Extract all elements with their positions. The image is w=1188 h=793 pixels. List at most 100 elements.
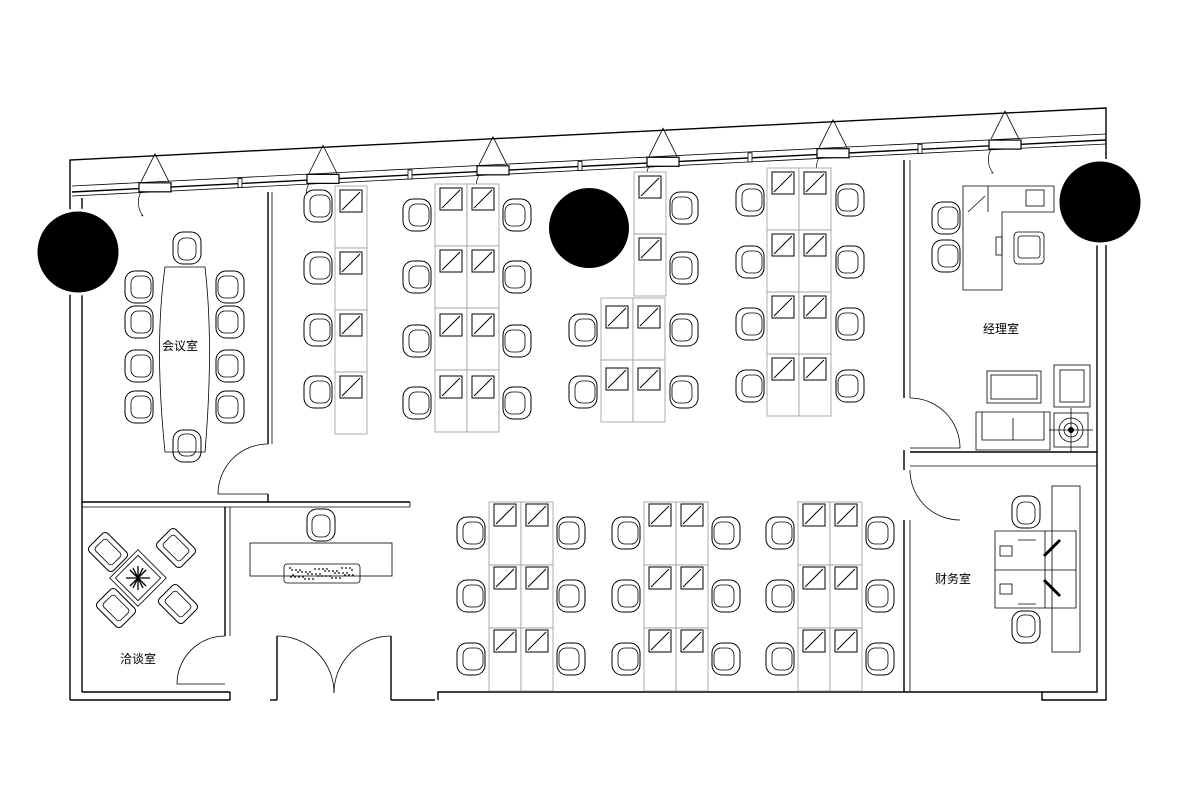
office-chair — [611, 516, 641, 550]
office-chair — [835, 183, 865, 217]
office-chair — [502, 260, 532, 294]
office-chair — [215, 305, 245, 339]
workstation — [798, 229, 832, 293]
mullion — [577, 161, 583, 171]
office-chair — [456, 579, 486, 613]
column — [549, 188, 629, 268]
workstation — [798, 353, 832, 417]
reception-desk — [249, 542, 393, 577]
conference-table — [159, 266, 210, 453]
office-chairs — [124, 183, 1041, 676]
workstation — [633, 171, 667, 235]
workstation — [434, 369, 468, 433]
workstation — [632, 359, 666, 423]
office-chair — [502, 198, 532, 232]
office-chair — [611, 642, 641, 676]
room-label-meeting: 会议室 — [162, 338, 198, 353]
office-chair — [835, 369, 865, 403]
workstation — [466, 369, 500, 433]
office-chair — [931, 201, 961, 235]
workstation — [520, 564, 554, 629]
finance-room-furniture — [994, 485, 1081, 653]
office-chair — [172, 231, 202, 265]
manager-armchair — [1013, 231, 1045, 265]
workstation — [643, 501, 677, 566]
workstation — [798, 167, 832, 231]
office-chair — [306, 508, 336, 542]
window-opening — [987, 110, 1022, 174]
tv-cabinet — [986, 370, 1042, 404]
single-sofa — [1053, 364, 1091, 408]
office-chair — [124, 270, 154, 304]
workstation — [766, 353, 800, 417]
lounge-chairs — [87, 527, 199, 629]
workstation — [643, 564, 677, 629]
workstation — [488, 564, 522, 629]
office-chair — [669, 313, 699, 347]
counter-pattern — [289, 567, 354, 580]
office-chair — [931, 239, 961, 273]
workstation — [334, 247, 368, 311]
workstation — [797, 501, 831, 566]
workstation — [488, 627, 522, 692]
workstation — [798, 291, 832, 355]
workstation — [600, 297, 634, 361]
lounge-chair — [87, 531, 129, 573]
office-chair — [303, 313, 333, 347]
workstation — [434, 307, 468, 371]
plant-icon — [126, 566, 150, 590]
office-chair — [402, 386, 432, 420]
office-chair — [611, 579, 641, 613]
room-label-manager: 经理室 — [983, 321, 1019, 336]
workstation — [766, 229, 800, 293]
workstation — [675, 564, 709, 629]
office-chair — [303, 189, 333, 223]
office-chair — [303, 375, 333, 409]
office-chair — [735, 245, 765, 279]
workstation — [334, 309, 368, 373]
office-chair — [735, 307, 765, 341]
office-chair — [835, 307, 865, 341]
mullion — [747, 152, 753, 163]
office-chair — [402, 198, 432, 232]
workstation — [829, 564, 863, 629]
workstation — [600, 359, 634, 423]
office-chair — [765, 579, 795, 613]
filing-cabinet — [1051, 485, 1081, 653]
workstation — [466, 307, 500, 371]
finance-desk — [994, 530, 1077, 609]
office-chair — [1011, 495, 1041, 529]
office-chair — [568, 375, 598, 409]
office-chair — [1011, 610, 1041, 644]
office-chair — [303, 251, 333, 285]
workstation — [334, 371, 368, 435]
office-chair — [711, 516, 741, 550]
workstation — [466, 245, 500, 309]
office-chair — [402, 260, 432, 294]
office-chair — [765, 516, 795, 550]
side-table — [1049, 408, 1093, 452]
outer-walls — [69, 107, 1107, 701]
office-chair — [215, 349, 245, 383]
office-chair — [556, 579, 586, 613]
workstation — [632, 297, 666, 361]
office-chair — [456, 642, 486, 676]
office-chair — [172, 429, 202, 463]
office-chair — [215, 270, 245, 304]
office-chair — [765, 642, 795, 676]
workstation — [520, 501, 554, 566]
interior-partitions — [82, 160, 1097, 694]
workstation — [488, 501, 522, 566]
office-chair — [124, 305, 154, 339]
workstation — [797, 564, 831, 629]
workstation — [643, 627, 677, 692]
manager-desk — [962, 185, 1055, 291]
workstation — [334, 185, 368, 249]
structural-columns — [34, 158, 1144, 296]
office-chair — [556, 516, 586, 550]
negotiation-furniture — [87, 527, 199, 629]
office-chair — [215, 390, 245, 424]
window-opening — [137, 152, 172, 217]
workstation — [766, 291, 800, 355]
